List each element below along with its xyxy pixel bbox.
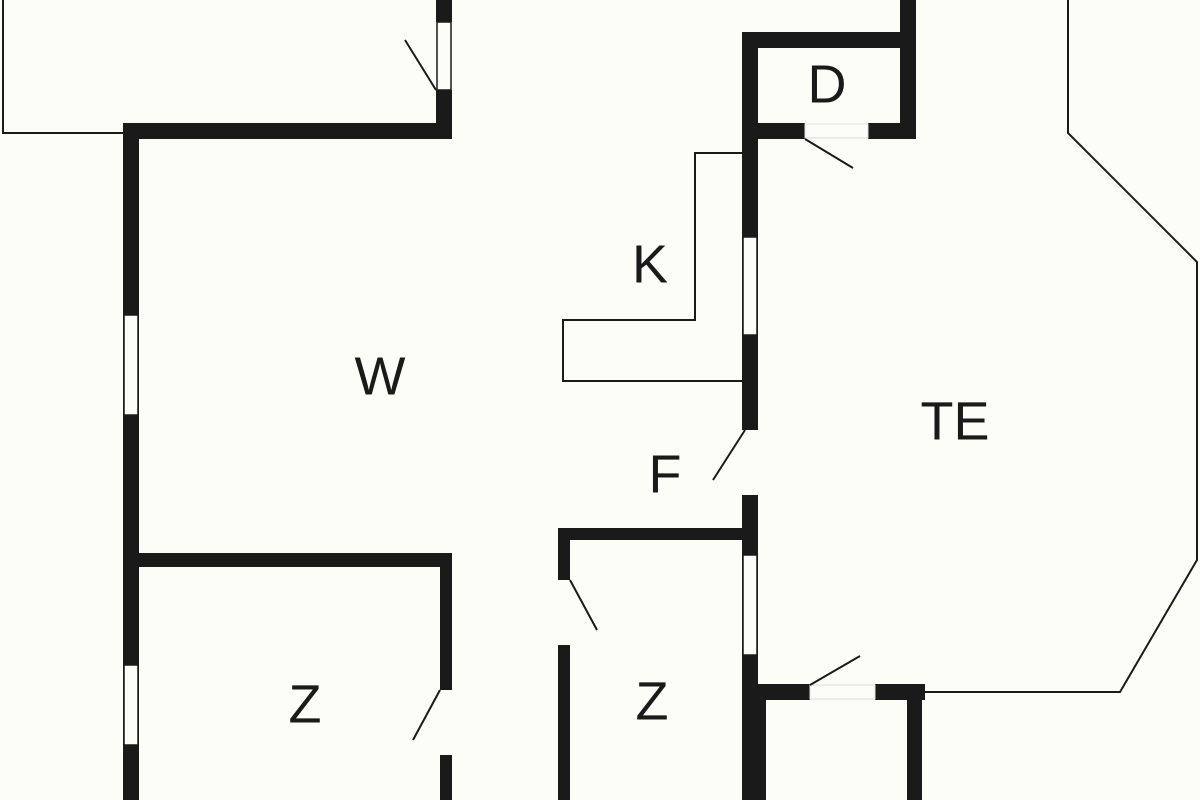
windows (123, 21, 758, 746)
room-label-k: K (632, 234, 668, 294)
window (742, 554, 758, 656)
exterior-outline-top-left (2, 0, 125, 134)
door-opening (804, 123, 869, 139)
window (436, 21, 452, 91)
room-label-te: TE (920, 391, 989, 451)
door-swing (569, 579, 598, 631)
exterior-outline-terrace (922, 0, 1198, 693)
window (123, 314, 139, 416)
room-labels: D K W TE F Z Z (289, 54, 990, 734)
doors (404, 39, 876, 741)
thin-outlines (2, 0, 1198, 693)
wall (558, 528, 750, 540)
door-swing (712, 429, 746, 481)
wall (907, 684, 922, 800)
door-swing (404, 39, 437, 91)
door-opening (809, 684, 876, 700)
wall (900, 0, 916, 139)
kitchen-counter (562, 152, 742, 382)
wall (750, 684, 766, 800)
wall (436, 90, 452, 139)
room-label-z2: Z (636, 671, 669, 731)
wall (130, 553, 452, 567)
wall (123, 123, 452, 139)
wall (558, 528, 570, 580)
wall (868, 123, 916, 139)
wall (742, 32, 916, 48)
door-swing (412, 689, 441, 741)
wall (436, 0, 452, 22)
walls (123, 0, 925, 800)
wall (440, 755, 452, 800)
room-label-d: D (808, 54, 847, 114)
door-swing (809, 655, 861, 686)
wall (440, 553, 452, 690)
door-swing (804, 138, 854, 169)
window (742, 236, 758, 336)
wall (742, 32, 758, 430)
room-label-z1: Z (289, 674, 322, 734)
wall (123, 123, 139, 800)
wall (558, 645, 570, 800)
room-label-f: F (649, 444, 682, 504)
window (123, 664, 139, 746)
room-label-w: W (355, 346, 406, 406)
